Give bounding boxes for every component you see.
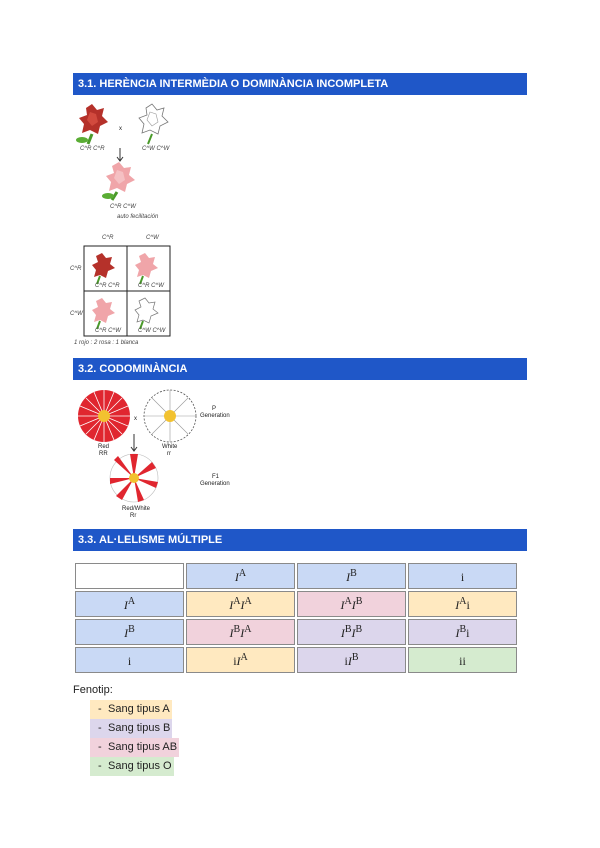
legend-item-type-b: -Sang tipus B — [90, 719, 179, 738]
punnett-cell-1-genotype: C^R C^R — [95, 283, 120, 289]
codominance-figure: Red RR x White rr P Generation Red/White — [78, 389, 230, 518]
f1-generation: Generation — [200, 481, 230, 487]
punnett-ratio: 1 rojo : 2 rosa : 1 blanca — [74, 340, 139, 346]
punnett-cell-pink-2 — [92, 298, 115, 330]
cell-IAi: IAi — [408, 591, 517, 617]
offspring-genotype: Rr — [130, 513, 136, 518]
cell-IBIB: IBIB — [297, 619, 406, 645]
allele-punnett-table: IA IB i IA IAIA IAIB IAi IB IBIA IBIB IB… — [73, 561, 519, 675]
legend-item-type-a: -Sang tipus A — [90, 700, 179, 719]
punnett-cell-white — [134, 297, 159, 330]
punnett-cell-2-genotype: C^R C^W — [138, 283, 165, 289]
table-row-IB: IB IBIA IBIB IBi — [75, 619, 517, 645]
cross-symbol-1: x — [119, 126, 122, 132]
p-generation: Generation — [200, 413, 230, 419]
f1-label: F1 — [212, 474, 220, 480]
cross-symbol-2: x — [134, 416, 137, 422]
legend-item-type-o: -Sang tipus O — [90, 757, 179, 776]
row-header-i: i — [75, 647, 184, 673]
cell-IAIA: IAIA — [186, 591, 295, 617]
table-header-row: IA IB i — [75, 563, 517, 589]
p-label: P — [212, 406, 216, 412]
white-carnation-parent — [138, 103, 169, 145]
cell-IBIA: IBIA — [186, 619, 295, 645]
table-corner-cell — [75, 563, 184, 589]
red-white-flower-f1 — [109, 453, 159, 503]
punnett-cell-4-genotype: C^W C^W — [138, 328, 167, 334]
offspring-label: Red/White — [122, 506, 151, 512]
col-header-IB: IB — [297, 563, 406, 589]
punnett-col-head-1: C^R — [102, 235, 114, 241]
legend-item-type-ab: -Sang tipus AB — [90, 738, 180, 757]
punnett-row-head-2: C^W — [70, 311, 84, 317]
white-label: White — [162, 444, 178, 450]
punnett-cell-3-genotype: C^R C^W — [95, 328, 122, 334]
red-label: Red — [98, 444, 109, 450]
table-row-IA: IA IAIA IAIB IAi — [75, 591, 517, 617]
cell-iIA: iIA — [186, 647, 295, 673]
col-header-IA: IA — [186, 563, 295, 589]
white-genotype: rr — [167, 451, 171, 457]
cell-ii: ii — [408, 647, 517, 673]
red-genotype: RR — [99, 451, 108, 457]
section-title-codominancia: 3.2. CODOMINÀNCIA — [73, 358, 527, 380]
parent-red-genotype: C^R C^R — [80, 146, 105, 152]
section-title-alelisme-multiple: 3.3. AL·LELISME MÚLTIPLE — [73, 529, 527, 551]
table-row-i: i iIA iIB ii — [75, 647, 517, 673]
cell-iIB: iIB — [297, 647, 406, 673]
red-flower-parent — [78, 390, 130, 442]
cell-IAIB: IAIB — [297, 591, 406, 617]
punnett-grid — [83, 245, 171, 337]
incomplete-dominance-figure: x C^R C^R C^W C^W C^R C^W auto fecilitac… — [70, 103, 171, 346]
parent-white-genotype: C^W C^W — [142, 146, 171, 152]
punnett-row-head-1: C^R — [70, 266, 82, 272]
f1-caption: auto fecilitación — [117, 214, 159, 220]
section-title-herencia-intermedia: 3.1. HERÈNCIA INTERMÈDIA O DOMINÀNCIA IN… — [73, 73, 527, 95]
white-flower-parent — [143, 389, 197, 443]
punnett-cell-pink-1 — [135, 253, 158, 285]
row-header-IB: IB — [75, 619, 184, 645]
f1-genotype: C^R C^W — [110, 204, 137, 210]
punnett-cell-red — [92, 253, 115, 285]
red-carnation-parent — [76, 104, 108, 145]
row-header-IA: IA — [75, 591, 184, 617]
phenotype-label: Fenotip: — [73, 684, 113, 696]
pink-carnation-f1 — [102, 162, 135, 201]
punnett-col-head-2: C^W — [146, 235, 160, 241]
cell-IBi: IBi — [408, 619, 517, 645]
phenotype-legend: -Sang tipus A -Sang tipus B -Sang tipus … — [90, 700, 180, 776]
col-header-i: i — [408, 563, 517, 589]
